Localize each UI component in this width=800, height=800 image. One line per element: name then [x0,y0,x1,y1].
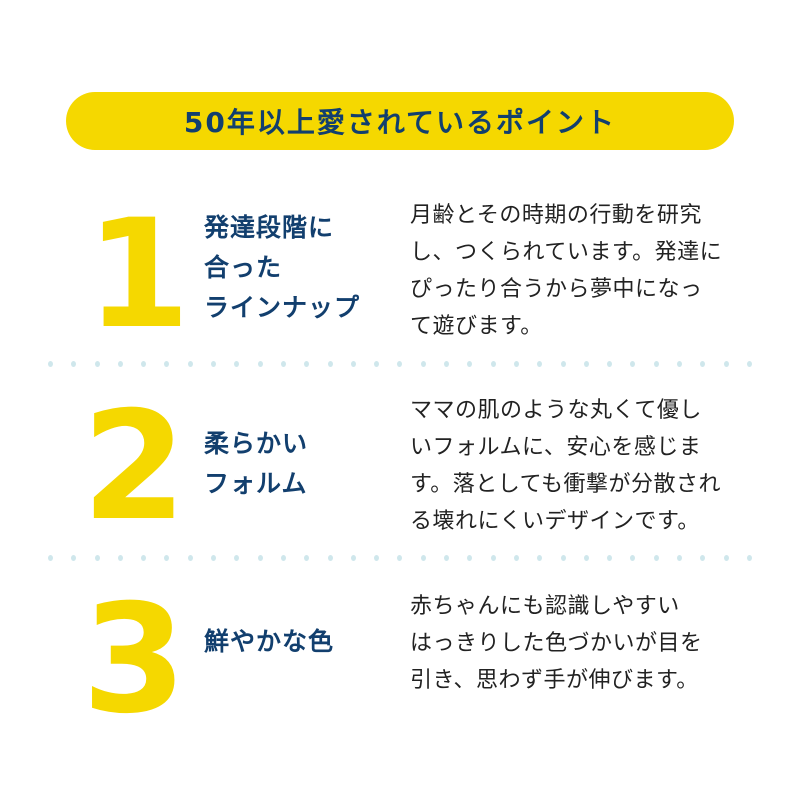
divider-dot [48,555,53,561]
description-line: 引き、思わず手が伸びます。 [410,668,699,693]
divider-dot [141,361,147,367]
point-number-3: 3 [82,573,187,747]
divider-dot [700,555,706,561]
divider-dot [467,555,473,561]
divider-dot [304,361,310,367]
description-line: 赤ちゃんにも認識しやすい [410,594,680,619]
heading-line: 発達段階に [204,213,335,242]
divider-dot [280,555,286,561]
heading-line: ラインナップ [204,293,361,322]
divider-dot [700,361,706,367]
divider-dot [420,555,426,561]
description-line: て遊びます。 [410,314,543,339]
divider-dot [397,555,403,561]
divider-dot [71,361,77,367]
divider-dot [117,361,123,367]
point-description-1: 月齢とその時期の行動を研究 し、つくられています。発達に ぴったり合うから夢中に… [410,197,740,345]
divider-dot [397,361,403,367]
divider-dot [723,361,729,367]
point-heading-2: 柔らかい フォルム [204,424,308,504]
divider-dot [327,555,333,561]
point-description-2: ママの肌のような丸くて優し いフォルムに、安心を感じま す。落としても衝撃が分散… [410,392,740,540]
divider-dot [560,361,566,367]
heading-line: 合った [204,253,283,282]
divider-dot [677,555,683,561]
divider-dot [746,555,752,561]
divider-dot [583,361,589,367]
divider-dot [420,361,426,367]
divider-dot [513,555,519,561]
divider-dot [490,361,496,367]
divider-dot [211,361,217,367]
banner-title: 50年以上愛されているポイント [183,106,617,139]
divider-dot [467,361,473,367]
description-line: ぴったり合うから夢中になっ [410,277,703,302]
description-line: る壊れにくいデザインです。 [410,509,700,534]
divider-dot [630,361,636,367]
heading-line: フォルム [204,469,308,498]
divider-dot [257,361,263,367]
divider-dot [164,361,170,367]
description-line: ママの肌のような丸くて優し [410,398,702,423]
heading-line: 鮮やかな色 [204,627,335,656]
divider-dot [48,361,53,367]
divider-dot [164,555,170,561]
divider-dot [187,555,193,561]
divider-dot [257,555,263,561]
divider-dot [653,361,659,367]
description-line: す。落としても衝撃が分散され [410,472,722,497]
divider-dot [187,361,193,367]
point-heading-3: 鮮やかな色 [204,622,334,662]
divider-dot [537,361,543,367]
divider-dot [723,555,729,561]
divider-dot [374,361,380,367]
divider-dot [746,361,752,367]
point-description-3: 赤ちゃんにも認識しやすい はっきりした色づかいが目を 引き、思わず手が伸びます。 [410,588,740,699]
divider-dot [117,555,123,561]
divider-dot [490,555,496,561]
divider-dot [94,555,100,561]
description-line: いフォルムに、安心を感じま [410,435,702,460]
divider-dot [350,361,356,367]
dotted-divider-2 [48,553,752,563]
divider-dot [444,361,450,367]
divider-dot [327,361,333,367]
description-line: し、つくられています。発達に [410,240,723,265]
divider-dot [607,361,613,367]
point-heading-1: 発達段階に 合った ラインナップ [204,208,360,328]
divider-dot [630,555,636,561]
divider-dot [234,555,240,561]
dotted-divider-1 [48,359,752,369]
divider-dot [234,361,240,367]
divider-dot [607,555,613,561]
divider-dot [374,555,380,561]
point-number-1: 1 [86,188,191,362]
divider-dot [444,555,450,561]
divider-dot [537,555,543,561]
title-banner: 50年以上愛されているポイント [66,92,734,150]
divider-dot [280,361,286,367]
divider-dot [560,555,566,561]
divider-dot [211,555,217,561]
divider-dot [141,555,147,561]
divider-dot [350,555,356,561]
divider-dot [71,555,77,561]
divider-dot [583,555,589,561]
description-line: はっきりした色づかいが目を [410,631,703,656]
divider-dot [94,361,100,367]
divider-dot [304,555,310,561]
description-line: 月齢とその時期の行動を研究 [410,203,702,228]
heading-line: 柔らかい [204,429,309,458]
point-number-2: 2 [82,380,187,554]
divider-dot [677,361,683,367]
divider-dot [513,361,519,367]
divider-dot [653,555,659,561]
